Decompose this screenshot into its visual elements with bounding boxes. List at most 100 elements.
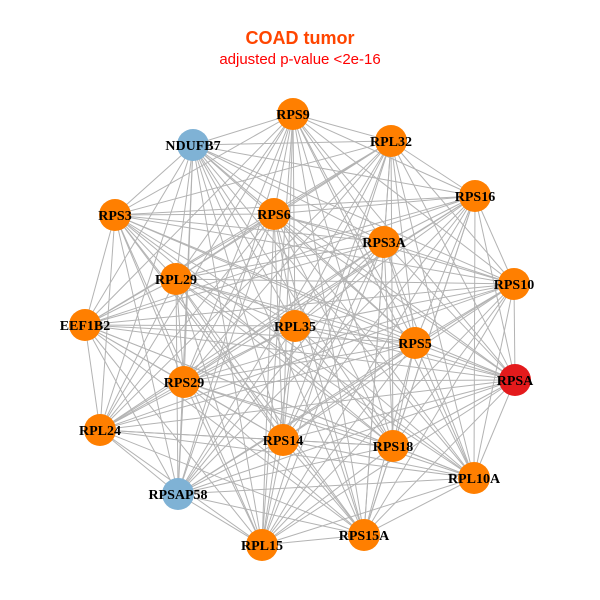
node-circle[interactable]	[279, 310, 311, 342]
edge-RPS9-RPL24	[99, 113, 294, 431]
node-circle[interactable]	[160, 263, 192, 295]
node-rpl10a[interactable]: RPL10A	[448, 462, 501, 494]
node-label: RPS10	[494, 278, 534, 293]
edge-RPS16-RPSAP58	[177, 195, 476, 495]
edge-RPS3-RPS5	[114, 214, 416, 344]
edge-RPS14-RPL15	[261, 439, 284, 546]
node-circle[interactable]	[399, 327, 431, 359]
node-ndufb7[interactable]: NDUFB7	[165, 129, 221, 161]
edge-RPS9-RPS6	[273, 113, 294, 215]
edge-RPS6-RPS29	[183, 213, 275, 383]
edge-RPS5-RPS18	[392, 342, 416, 447]
edge-RPS9-RPL29	[175, 113, 294, 280]
node-rps6[interactable]: RPS6	[257, 198, 291, 230]
node-rps5[interactable]: RPS5	[398, 327, 432, 359]
node-circle[interactable]	[368, 226, 400, 258]
node-circle[interactable]	[348, 519, 380, 551]
node-rpl15[interactable]: RPL15	[241, 529, 283, 561]
node-rps3[interactable]: RPS3	[98, 199, 132, 231]
edge-RPS29-RPL24	[99, 381, 185, 431]
edge-RPSA-RPS29	[183, 379, 516, 383]
node-circle[interactable]	[162, 478, 194, 510]
edge-RPS14-RPL10A	[282, 439, 475, 479]
edge-RPS16-RPL29	[175, 195, 476, 280]
edge-RPS29-RPSAP58	[177, 381, 185, 495]
edge-RPS3A-RPS10	[383, 241, 515, 285]
node-rps15a[interactable]: RPS15A	[339, 519, 390, 551]
node-circle[interactable]	[377, 430, 409, 462]
edge-RPS5-RPL15	[261, 342, 416, 546]
edge-RPS9-EEF1B2	[84, 113, 294, 326]
node-circle[interactable]	[246, 529, 278, 561]
node-rps10[interactable]: RPS10	[494, 268, 534, 300]
node-rps14[interactable]: RPS14	[263, 424, 303, 456]
node-circle[interactable]	[168, 366, 200, 398]
node-circle[interactable]	[499, 364, 531, 396]
node-rps9[interactable]: RPS9	[276, 98, 310, 130]
edge-RPS10-RPL24	[99, 283, 515, 431]
edge-RPS9-NDUFB7	[192, 113, 294, 146]
node-circle[interactable]	[99, 199, 131, 231]
node-rpl24[interactable]: RPL24	[79, 414, 121, 446]
node-label: NDUFB7	[165, 139, 220, 154]
node-label: RPL24	[79, 424, 121, 439]
edge-RPL35-RPSAP58	[177, 325, 296, 495]
node-circle[interactable]	[375, 125, 407, 157]
node-label: RPL29	[155, 273, 197, 288]
edge-RPS29-RPS15A	[183, 381, 365, 536]
edge-RPS6-RPS3A	[273, 213, 385, 243]
node-rpl29[interactable]: RPL29	[155, 263, 197, 295]
edge-RPL29-EEF1B2	[84, 278, 177, 326]
edge-EEF1B2-RPL24	[84, 324, 101, 431]
edge-RPS3A-RPS15A	[363, 241, 385, 536]
edge-RPS29-RPL15	[183, 381, 263, 546]
node-circle[interactable]	[459, 180, 491, 212]
edge-RPL35-RPS14	[282, 325, 296, 441]
node-circle[interactable]	[277, 98, 309, 130]
edge-RPS10-RPS29	[183, 283, 515, 383]
edge-NDUFB7-RPSAP58	[177, 144, 194, 495]
edge-RPS3A-RPL24	[99, 241, 385, 431]
node-rpsap58[interactable]: RPSAP58	[148, 478, 208, 510]
node-circle[interactable]	[258, 198, 290, 230]
node-rps3a[interactable]: RPS3A	[362, 226, 407, 258]
node-circle[interactable]	[267, 424, 299, 456]
node-rps16[interactable]: RPS16	[455, 180, 495, 212]
edge-RPL24-RPSAP58	[99, 429, 179, 495]
chart-subtitle: adjusted p-value <2e-16	[219, 51, 381, 68]
edge-RPL32-RPL35	[294, 140, 392, 327]
node-rpsa[interactable]: RPSA	[497, 364, 534, 396]
edge-RPSA-RPS15A	[363, 379, 516, 536]
edge-RPS6-RPL24	[99, 213, 275, 431]
node-label: RPS5	[398, 337, 431, 352]
node-rpl35[interactable]: RPL35	[274, 310, 316, 342]
node-eef1b2[interactable]: EEF1B2	[60, 309, 111, 341]
edge-RPL29-RPSA	[175, 278, 516, 381]
node-circle[interactable]	[69, 309, 101, 341]
node-circle[interactable]	[177, 129, 209, 161]
node-rpl32[interactable]: RPL32	[370, 125, 412, 157]
edge-RPS10-RPL29	[175, 278, 515, 285]
edge-NDUFB7-RPS3	[114, 144, 194, 216]
edge-EEF1B2-RPL15	[84, 324, 263, 546]
edge-RPS5-RPSA	[414, 342, 516, 381]
edge-RPL29-RPL24	[99, 278, 177, 431]
edge-RPS14-RPSAP58	[177, 439, 284, 495]
edge-RPS6-RPSA	[273, 213, 516, 381]
edge-RPSA-RPL10A	[473, 379, 516, 479]
node-rps18[interactable]: RPS18	[373, 430, 413, 462]
node-circle[interactable]	[84, 414, 116, 446]
edge-RPSAP58-RPL15	[177, 493, 263, 546]
edge-RPS6-RPL29	[175, 213, 275, 280]
node-label: RPS3A	[362, 236, 406, 251]
edge-RPL29-RPS18	[175, 278, 394, 447]
node-circle[interactable]	[498, 268, 530, 300]
edge-RPS14-RPS18	[282, 439, 394, 447]
node-rps29[interactable]: RPS29	[164, 366, 204, 398]
edge-RPS3-RPS10	[114, 214, 515, 285]
node-circle[interactable]	[458, 462, 490, 494]
edge-RPS3A-RPS5	[383, 241, 416, 344]
edge-RPL32-RPL24	[99, 140, 392, 431]
edge-RPS16-RPS6	[273, 195, 476, 215]
